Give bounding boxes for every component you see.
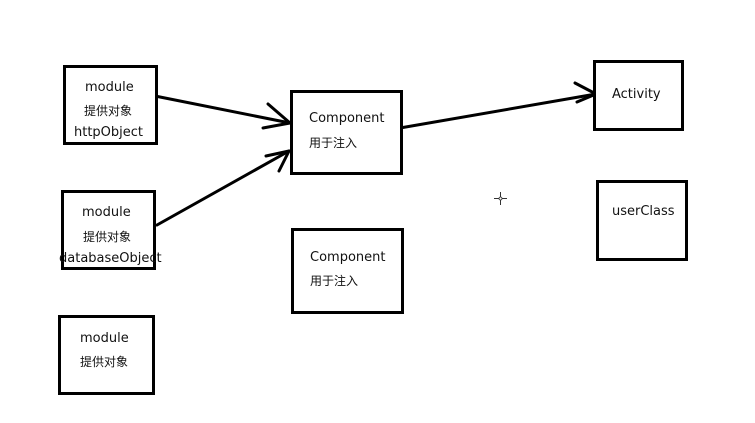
node-module1-line3: httpObject bbox=[74, 125, 144, 140]
node-module3-line1: module bbox=[80, 331, 129, 346]
node-module2-line3: databaseObject bbox=[59, 251, 162, 266]
node-module2[interactable] bbox=[61, 190, 156, 270]
node-module2-line1: module bbox=[82, 205, 131, 220]
node-component2[interactable] bbox=[291, 228, 404, 314]
node-activity[interactable] bbox=[593, 60, 684, 131]
edge-module2-to-component1 bbox=[155, 149, 291, 227]
node-module2-line2: 提供对象 bbox=[83, 230, 132, 244]
node-component1-line2: 用于注入 bbox=[309, 136, 358, 150]
edge-module1-to-component1 bbox=[153, 94, 292, 130]
arrowhead-icon bbox=[264, 149, 291, 173]
cursor-crosshair-icon bbox=[494, 192, 507, 205]
node-module3[interactable] bbox=[58, 315, 155, 395]
node-component2-line1: Component bbox=[310, 250, 386, 265]
node-userclass[interactable] bbox=[596, 180, 688, 261]
node-activity-line1: Activity bbox=[612, 87, 661, 102]
edge-component1-to-activity bbox=[398, 81, 598, 130]
arrowhead-icon bbox=[261, 102, 292, 130]
node-component1-line1: Component bbox=[309, 111, 385, 126]
node-userclass-line1: userClass bbox=[612, 204, 675, 219]
node-component2-line2: 用于注入 bbox=[310, 274, 359, 288]
node-module1-line1: module bbox=[85, 80, 134, 95]
node-module3-line2: 提供对象 bbox=[80, 355, 129, 369]
node-module1[interactable] bbox=[63, 65, 158, 145]
node-component1[interactable] bbox=[290, 90, 403, 175]
node-module1-line2: 提供对象 bbox=[84, 104, 133, 118]
